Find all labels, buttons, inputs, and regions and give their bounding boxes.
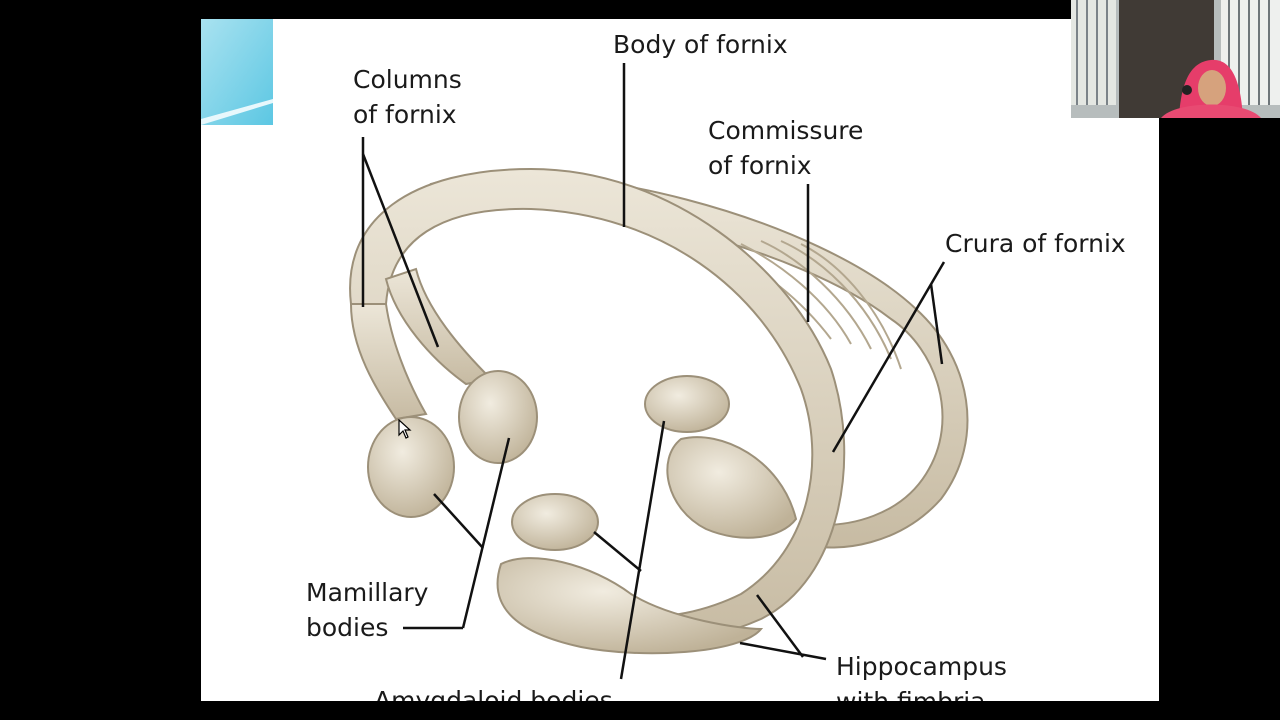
hippocampus-right xyxy=(666,436,798,539)
presentation-slide: Body of fornix Columns of fornix Commiss… xyxy=(201,19,1159,701)
label-mamillary-bodies: Mamillary bodies xyxy=(306,578,429,642)
label-crura-of-fornix: Crura of fornix xyxy=(945,229,1126,258)
mamillary-body-right xyxy=(458,370,538,464)
mouse-pointer-icon xyxy=(398,419,412,439)
hippocampus-left xyxy=(496,557,764,655)
mamillary-body-left xyxy=(367,416,455,518)
label-commissure-of-fornix: Commissure of fornix xyxy=(708,116,864,180)
leader-lines xyxy=(361,63,946,680)
label-body-of-fornix: Body of fornix xyxy=(613,30,788,59)
label-amygdaloid-bodies: Amygdaloid bodies xyxy=(374,686,613,701)
fornix-illustration xyxy=(349,63,969,680)
amygdaloid-body-lower xyxy=(511,493,599,551)
slide-corner-accent xyxy=(201,19,273,125)
amygdaloid-body-upper xyxy=(644,375,730,433)
label-hippocampus-with-fimbria: Hippocampus with fimbria xyxy=(836,652,1007,701)
label-columns-of-fornix: Columns of fornix xyxy=(353,65,462,129)
presenter-webcam-thumbnail xyxy=(1071,0,1280,118)
